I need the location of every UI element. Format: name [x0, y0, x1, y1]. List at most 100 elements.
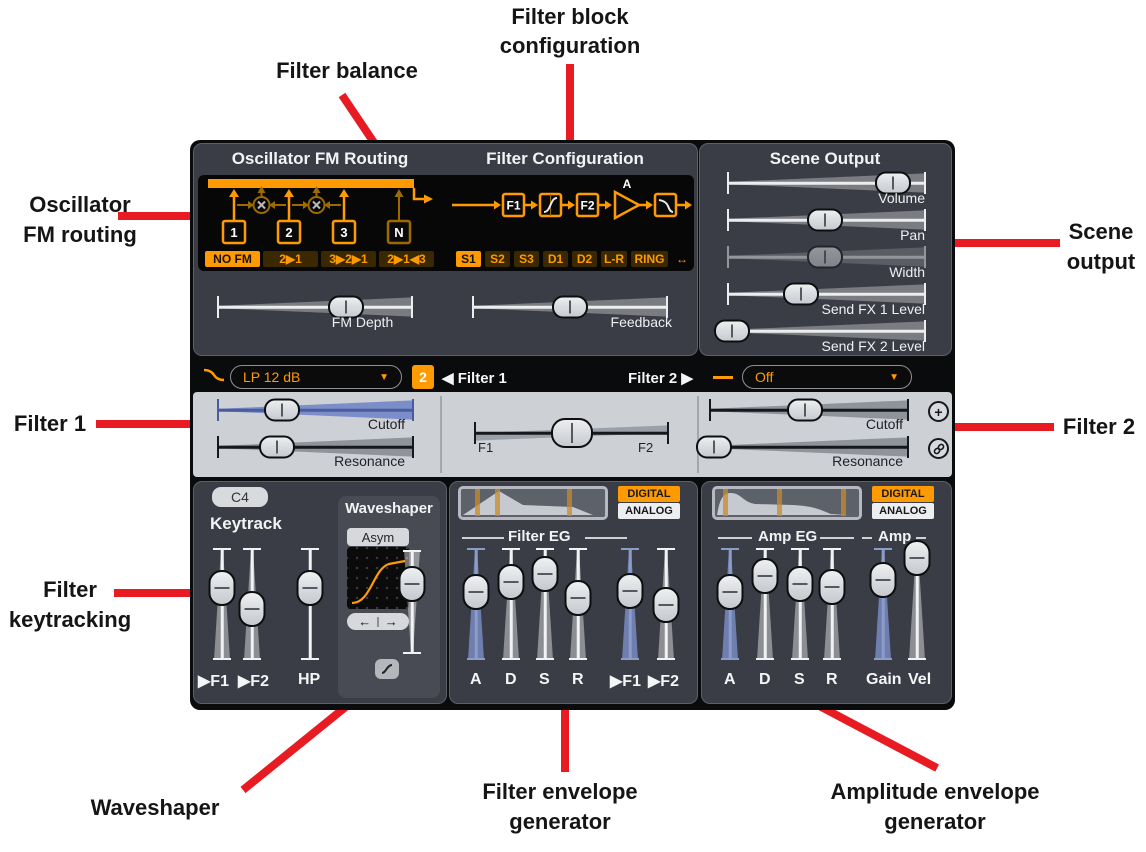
filter-config-option-s2[interactable]: S2 — [485, 251, 510, 267]
fm-depth-track[interactable] — [218, 305, 412, 309]
filter-eg-depth-f2-slider[interactable] — [652, 546, 680, 662]
filter1-nav-label[interactable]: ◀ Filter 1 — [442, 370, 507, 387]
filter-config-option-wide-icon[interactable]: ↔ — [672, 251, 692, 267]
filter2-type-dropdown[interactable]: Off ▼ — [742, 365, 912, 389]
waveshaper-nav[interactable]: ← → — [347, 613, 409, 630]
filter-eg-depth-f1-slider[interactable] — [616, 546, 644, 662]
filter1-cutoff-slider[interactable] — [217, 395, 414, 425]
link-icon — [933, 443, 944, 454]
filter-eg-decay-slider[interactable] — [497, 546, 525, 662]
volume-handle[interactable] — [875, 171, 912, 195]
fm-routing-option-2to1[interactable]: 2▶1 — [263, 251, 318, 267]
filter2-resonance-handle[interactable] — [695, 435, 732, 459]
amp-gain-handle[interactable] — [869, 561, 897, 598]
amp-eg-attack-slider[interactable] — [716, 546, 744, 662]
filter-eg-digital-button[interactable]: DIGITAL — [618, 486, 680, 502]
filter1-subtype-badge[interactable]: 2 — [412, 365, 434, 389]
filter2-link-button[interactable] — [928, 438, 949, 459]
filter-eg-release-handle[interactable] — [564, 580, 592, 617]
amp-eg-sustain-slider[interactable] — [786, 546, 814, 662]
filter1-resonance-slider[interactable] — [217, 432, 414, 462]
keytrack-f2-slider[interactable] — [238, 546, 266, 662]
amp-eg-attack-handle[interactable] — [716, 574, 744, 611]
filter2-nav-label[interactable]: Filter 2 ▶ — [628, 370, 693, 387]
feedback-handle[interactable] — [552, 295, 588, 319]
next-waveshaper-icon[interactable]: → — [384, 614, 398, 629]
waveshaper-type-button[interactable]: Asym — [347, 528, 409, 546]
amp-eg-sustain-handle[interactable] — [786, 566, 814, 603]
filter-config-option-s3[interactable]: S3 — [514, 251, 539, 267]
filter-strip-divider-2 — [697, 396, 699, 473]
amp-eg-analog-button[interactable]: ANALOG — [872, 503, 934, 519]
highpass-handle[interactable] — [296, 569, 324, 606]
pan-label: Pan — [900, 227, 925, 243]
keytrack-f2-handle[interactable] — [238, 590, 266, 627]
dropdown-arrow-icon: ▼ — [379, 371, 389, 383]
filter-eg-depth-f2-handle[interactable] — [652, 587, 680, 624]
amp-eg-release-handle[interactable] — [818, 568, 846, 605]
filter2-cutoff-slider[interactable] — [709, 395, 909, 425]
filter1-cutoff-handle[interactable] — [264, 398, 301, 422]
waveshaper-drive-slider[interactable] — [398, 548, 426, 656]
filter-eg-decay-handle[interactable] — [497, 563, 525, 600]
filter-config-option-d2[interactable]: D2 — [572, 251, 597, 267]
filter-config-option-s1[interactable]: S1 — [456, 251, 481, 267]
amp-velocity-slider[interactable] — [903, 539, 931, 662]
annotation-filter-balance: Filter balance — [276, 58, 418, 83]
annotation-line-osc-fm — [118, 212, 206, 220]
send-fx2-handle[interactable] — [713, 319, 750, 343]
send-fx1-slider[interactable] — [727, 279, 926, 309]
highpass-slider[interactable] — [296, 546, 324, 662]
amp-eg-digital-button[interactable]: DIGITAL — [872, 486, 934, 502]
fm-routing-option-2to1from3[interactable]: 2▶1◀3 — [379, 251, 434, 267]
filter-config-option-d1[interactable]: D1 — [543, 251, 568, 267]
sigmoid-icon — [381, 664, 393, 674]
keytrack-root-note-button[interactable]: C4 — [212, 487, 268, 507]
filter-eg-analog-button[interactable]: ANALOG — [618, 503, 680, 519]
filter2-cutoff-handle[interactable] — [787, 398, 824, 422]
filter-eg-sustain-handle[interactable] — [531, 555, 559, 592]
filter2-add-subtype-button[interactable]: + — [928, 401, 949, 422]
pan-slider[interactable] — [727, 205, 926, 235]
waveshaper-sigmoid-button[interactable] — [375, 659, 399, 679]
fm-depth-handle[interactable] — [328, 295, 365, 319]
send-fx2-slider[interactable] — [713, 316, 926, 346]
send-fx1-handle[interactable] — [782, 282, 819, 306]
fm-routing-option-nofm[interactable]: NO FM — [205, 251, 260, 267]
waveshaper-title: Waveshaper — [345, 500, 433, 517]
f1-block-label: F1 — [506, 199, 520, 213]
lowpass-curve-icon — [203, 368, 225, 382]
amp-eg-decay-slider[interactable] — [751, 546, 779, 662]
filter-eg-attack-slider[interactable] — [462, 546, 490, 662]
filter-eg-depth-f1-handle[interactable] — [616, 573, 644, 610]
filter-balance-slider[interactable] — [474, 418, 669, 448]
volume-slider[interactable] — [727, 168, 926, 198]
filter2-off-curve-icon — [713, 376, 733, 379]
filter2-resonance-slider[interactable] — [695, 432, 909, 462]
amp-velocity-handle[interactable] — [903, 539, 931, 576]
pan-handle[interactable] — [806, 208, 843, 232]
filter1-resonance-handle[interactable] — [258, 435, 295, 459]
filter-config-option-lr[interactable]: L-R — [601, 251, 627, 267]
amp-gain-slider[interactable] — [869, 546, 897, 662]
filter-balance-handle[interactable] — [550, 418, 593, 448]
width-handle[interactable] — [806, 245, 843, 269]
filter-config-option-ring[interactable]: RING — [631, 251, 668, 267]
keytrack-f1-handle[interactable] — [208, 569, 236, 606]
fm-routing-option-3to2to1[interactable]: 3▶2▶1 — [321, 251, 376, 267]
annotation-line-scene-output — [946, 239, 1060, 247]
filter1-type-dropdown[interactable]: LP 12 dB ▼ — [230, 365, 402, 389]
filter-eg-attack-handle[interactable] — [462, 574, 490, 611]
width-slider[interactable] — [727, 242, 926, 272]
filter-eg-sustain-slider[interactable] — [531, 546, 559, 662]
feedback-slider[interactable] — [472, 292, 668, 322]
prev-waveshaper-icon[interactable]: ← — [358, 614, 372, 629]
amp-eg-release-slider[interactable] — [818, 546, 846, 662]
annotation-line-filter-keytracking — [114, 589, 204, 597]
waveshaper-drive-handle[interactable] — [398, 565, 426, 602]
amp-block-label: A — [623, 177, 632, 191]
filter-eg-release-slider[interactable] — [564, 546, 592, 662]
keytrack-f1-slider[interactable] — [208, 546, 236, 662]
fm-depth-slider[interactable] — [217, 292, 413, 322]
amp-eg-decay-handle[interactable] — [751, 558, 779, 595]
